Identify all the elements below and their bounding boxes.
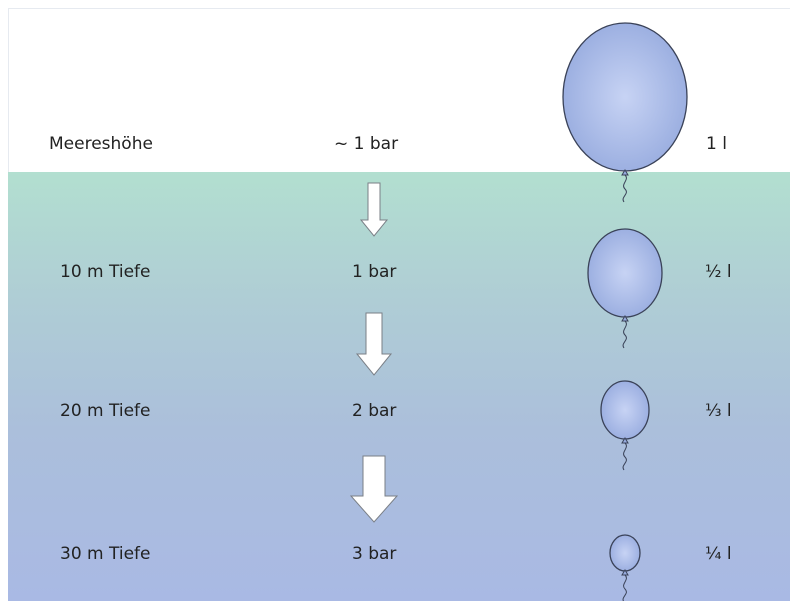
pressure-label-10m: 1 bar <box>352 262 397 282</box>
volume-label-30m: ¼ l <box>705 544 732 564</box>
depth-label-30m: 30 m Tiefe <box>60 544 151 564</box>
balloon-string-sea-level <box>622 174 627 203</box>
arrow-down-icon <box>349 455 399 523</box>
pressure-label-20m: 2 bar <box>352 401 397 421</box>
balloon-body-20m <box>600 380 650 440</box>
depth-label-20m: 20 m Tiefe <box>60 401 151 421</box>
volume-label-sea-level: 1 l <box>706 134 727 154</box>
balloon-body-10m <box>587 228 663 318</box>
balloon-string-10m <box>622 320 627 349</box>
balloon-icon <box>609 534 641 601</box>
balloon-string-20m <box>622 442 627 471</box>
balloon-body-sea-level <box>562 22 688 172</box>
balloon-icon <box>562 22 688 203</box>
pressure-label-sea-level: ~ 1 bar <box>334 134 399 154</box>
diagram-art <box>349 22 688 601</box>
depth-label-sea-level: Meereshöhe <box>49 134 153 154</box>
balloon-icon <box>587 228 663 349</box>
volume-label-10m: ½ l <box>705 262 732 282</box>
balloon-icon <box>600 380 650 471</box>
water-area <box>8 172 790 601</box>
balloon-string-30m <box>622 574 627 601</box>
diagram-frame: Meereshöhe ~ 1 bar 1 l 10 m Tiefe 1 bar … <box>8 8 790 601</box>
volume-label-20m: ⅓ l <box>705 401 732 421</box>
depth-label-10m: 10 m Tiefe <box>60 262 151 282</box>
arrow-down-icon <box>359 182 389 237</box>
balloon-body-30m <box>609 534 641 572</box>
pressure-label-30m: 3 bar <box>352 544 397 564</box>
frame-border-top <box>8 8 790 9</box>
arrow-down-icon <box>355 312 393 376</box>
